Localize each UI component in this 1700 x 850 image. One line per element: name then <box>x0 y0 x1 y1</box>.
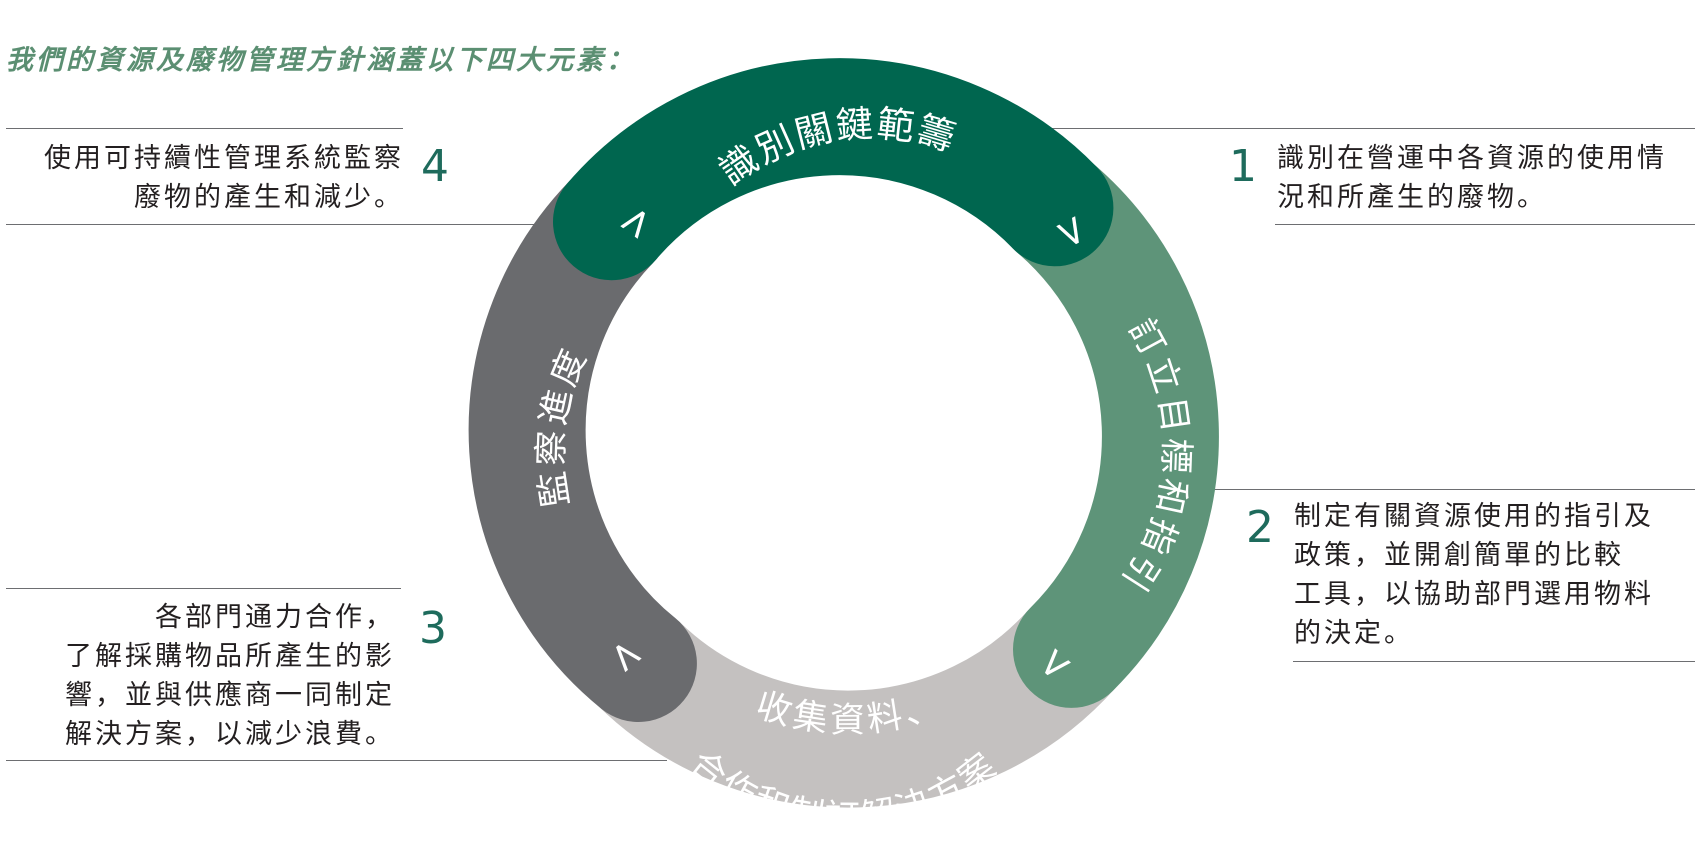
step2-line-4: 的決定。 <box>1294 618 1414 649</box>
step4-number: 4 <box>421 141 449 192</box>
step3-description: 各部門通力合作， 了解採購物品所產生的影 響，並與供應商一同制定 解決方案，以減… <box>65 598 395 754</box>
cycle-segment-set-targets <box>996 149 1219 708</box>
step3-line-4: 解決方案，以減少浪費。 <box>65 719 395 750</box>
divider-step4-bottom <box>6 224 561 225</box>
divider-step2-top <box>1205 489 1695 490</box>
step4-description: 使用可持續性管理系統監察 廢物的產生和減少。 <box>44 139 404 217</box>
step3-line-3: 響，並與供應商一同制定 <box>65 680 395 711</box>
step2-number: 2 <box>1246 502 1274 553</box>
step2-line-1: 制定有關資源使用的指引及 <box>1294 501 1654 532</box>
cycle-segment-monitor-progress <box>468 163 697 722</box>
step1-line-2: 況和所產生的廢物。 <box>1277 182 1547 213</box>
divider-step1-bottom <box>1275 224 1695 225</box>
step3-number: 3 <box>419 603 447 654</box>
divider-step1-top <box>1030 128 1695 129</box>
cycle-segment-collect-data <box>579 590 1130 808</box>
step1-description: 識別在營運中各資源的使用情 況和所產生的廢物。 <box>1277 139 1667 217</box>
divider-step3-top <box>6 588 401 589</box>
step2-line-2: 政策，並開創簡單的比較 <box>1294 540 1624 571</box>
page-title: 我們的資源及廢物管理方針涵蓋以下四大元素： <box>6 45 636 76</box>
step1-line-1: 識別在營運中各資源的使用情 <box>1277 143 1667 174</box>
divider-step3-bottom <box>6 760 667 761</box>
cycle-segment-identify-scope <box>553 58 1114 281</box>
step4-line-2: 廢物的產生和減少。 <box>134 182 404 213</box>
step2-line-3: 工具，以協助部門選用物料 <box>1294 579 1654 610</box>
step3-line-1: 各部門通力合作， <box>155 602 395 633</box>
step3-line-2: 了解採購物品所產生的影 <box>65 641 395 672</box>
step4-line-1: 使用可持續性管理系統監察 <box>44 143 404 174</box>
step1-number: 1 <box>1229 141 1257 192</box>
divider-step2-bottom <box>1293 661 1695 662</box>
divider-step4-top <box>6 128 403 129</box>
step2-description: 制定有關資源使用的指引及 政策，並開創簡單的比較 工具，以協助部門選用物料 的決… <box>1294 497 1654 653</box>
